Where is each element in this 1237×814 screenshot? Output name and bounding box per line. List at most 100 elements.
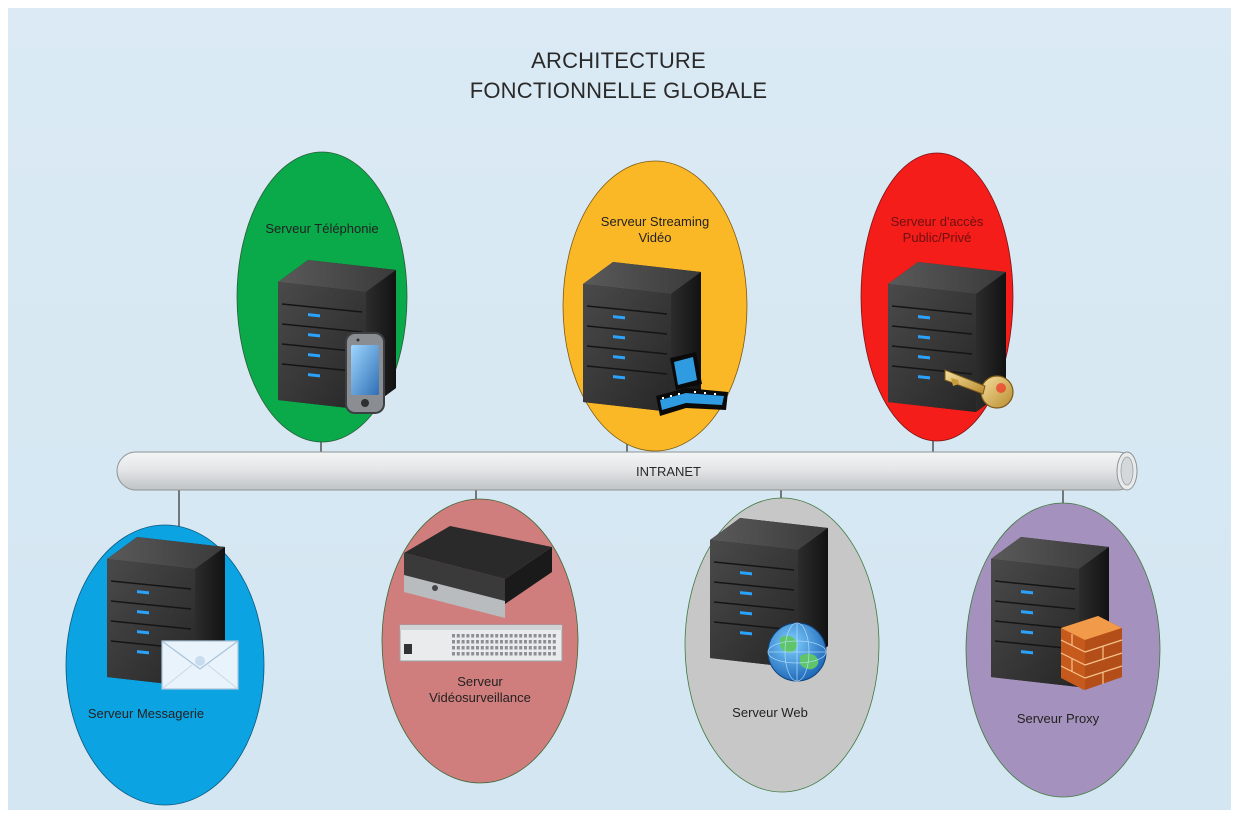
- diagram-title-line1: ARCHITECTURE: [531, 48, 706, 73]
- node-proxy-label: Serveur Proxy: [978, 711, 1138, 727]
- node-telephonie-label: Serveur Téléphonie: [242, 221, 402, 237]
- dvr-port: [495, 652, 499, 656]
- label-line: Serveur Proxy: [1016, 711, 1100, 726]
- dvr-icon: [399, 526, 563, 662]
- dvr-port: [552, 634, 556, 638]
- dvr-port: [504, 640, 508, 644]
- film-strip-icon: [656, 352, 728, 416]
- dvr-port: [514, 652, 518, 656]
- intranet-label: INTRANET: [636, 464, 701, 479]
- dvr-port-grid: [452, 634, 556, 656]
- dvr-port: [543, 646, 547, 650]
- dvr-port: [485, 640, 489, 644]
- node-acces-label: Serveur d'accès Public/Privé: [867, 214, 1007, 246]
- dvr-port: [524, 634, 527, 638]
- dvr-port: [509, 652, 513, 656]
- dvr-port: [543, 640, 547, 644]
- dvr-port: [456, 646, 460, 650]
- dvr-port: [504, 634, 508, 638]
- dvr-port: [548, 652, 551, 656]
- label-line: Serveur: [457, 674, 503, 689]
- dvr-port: [490, 652, 494, 656]
- node-videosurveillance-label: Serveur Vidéosurveillance: [400, 674, 560, 706]
- dvr-port: [485, 652, 489, 656]
- dvr-port: [480, 652, 484, 656]
- dvr-port: [524, 652, 527, 656]
- dvr-port: [452, 634, 455, 638]
- dvr-port: [480, 634, 484, 638]
- label-line: Vidéosurveillance: [429, 690, 531, 705]
- label-line: Serveur Streaming: [600, 214, 710, 229]
- dvr-port: [524, 646, 527, 650]
- dvr-port: [476, 646, 479, 650]
- dvr-port: [509, 646, 513, 650]
- dvr-port: [456, 640, 460, 644]
- dvr-port: [471, 634, 475, 638]
- dvr-port: [466, 652, 470, 656]
- envelope-icon: [161, 640, 239, 690]
- diagram-title-line2: FONCTIONNELLE GLOBALE: [469, 78, 768, 103]
- dvr-port: [538, 652, 542, 656]
- dvr-port: [485, 634, 489, 638]
- dvr-port: [504, 652, 508, 656]
- dvr-port: [461, 646, 465, 650]
- dvr-port: [490, 634, 494, 638]
- dvr-port: [543, 634, 547, 638]
- dvr-port: [519, 640, 523, 644]
- dvr-port: [528, 640, 532, 644]
- dvr-port: [519, 634, 523, 638]
- dvr-port: [490, 640, 494, 644]
- dvr-port: [538, 646, 542, 650]
- dvr-port: [500, 652, 503, 656]
- dvr-port: [490, 646, 494, 650]
- dvr-port: [548, 634, 551, 638]
- dvr-port: [480, 646, 484, 650]
- dvr-port: [500, 640, 503, 644]
- dvr-port: [471, 640, 475, 644]
- dvr-port: [538, 640, 542, 644]
- dvr-port: [552, 646, 556, 650]
- label-line: Public/Privé: [902, 230, 972, 245]
- dvr-port: [538, 634, 542, 638]
- label-line: Serveur Web: [732, 705, 808, 720]
- dvr-port: [533, 634, 537, 638]
- label-line: Vidéo: [638, 230, 672, 245]
- dvr-port: [533, 646, 537, 650]
- dvr-port: [543, 652, 547, 656]
- dvr-port: [485, 646, 489, 650]
- dvr-port: [461, 640, 465, 644]
- dvr-port: [528, 634, 532, 638]
- dvr-port: [552, 640, 556, 644]
- firewall-icon: [1060, 616, 1123, 690]
- dvr-port: [519, 646, 523, 650]
- key-icon: [944, 369, 1014, 409]
- dvr-port: [509, 634, 513, 638]
- dvr-port: [466, 640, 470, 644]
- dvr-port: [514, 634, 518, 638]
- dvr-port: [452, 640, 455, 644]
- intranet-bus[interactable]: [116, 451, 1138, 491]
- dvr-port: [528, 646, 532, 650]
- dvr-port: [509, 640, 513, 644]
- dvr-port: [533, 640, 537, 644]
- dvr-port: [471, 646, 475, 650]
- dvr-port: [466, 634, 470, 638]
- dvr-port: [528, 652, 532, 656]
- dvr-port: [514, 646, 518, 650]
- dvr-port: [533, 652, 537, 656]
- dvr-port: [548, 646, 551, 650]
- dvr-port: [514, 640, 518, 644]
- dvr-port: [476, 652, 479, 656]
- label-line: Serveur Messagerie: [87, 706, 205, 721]
- dvr-port: [548, 640, 551, 644]
- node-streaming-label: Serveur Streaming Vidéo: [575, 214, 735, 246]
- node-web-label: Serveur Web: [690, 705, 850, 721]
- dvr-port: [456, 652, 460, 656]
- smartphone-icon: [345, 332, 385, 414]
- globe-icon: [767, 622, 827, 682]
- dvr-port: [524, 640, 527, 644]
- label-line: Serveur Téléphonie: [265, 221, 379, 236]
- dvr-port: [480, 640, 484, 644]
